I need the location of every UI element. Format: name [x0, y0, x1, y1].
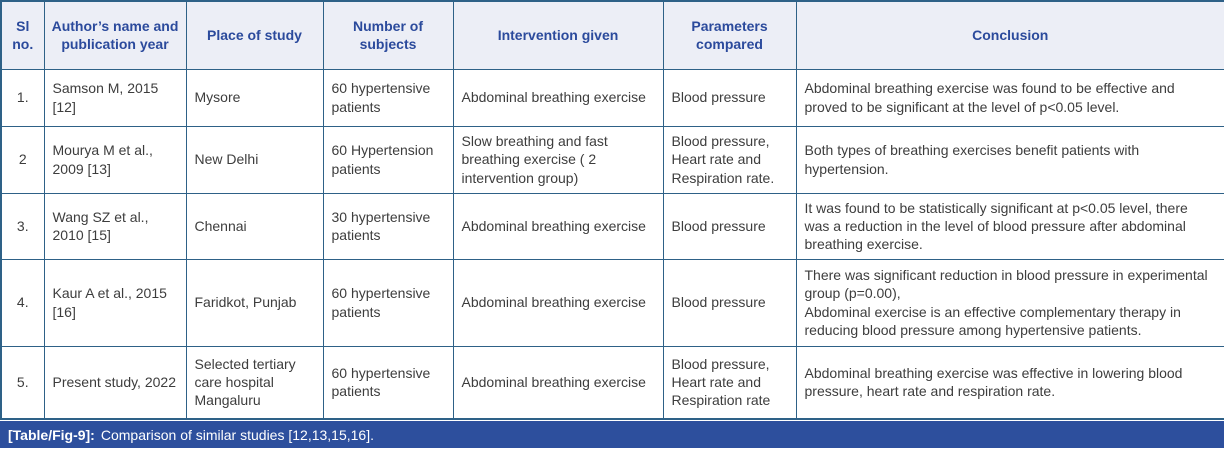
- cell-place: Mysore: [185, 68, 324, 127]
- cell-intervention: Abdominal breathing exercise: [452, 192, 664, 260]
- table-row: 1. Samson M, 2015 [12] Mysore 60 hyperte…: [0, 68, 1224, 127]
- cell-author: Samson M, 2015 [12]: [43, 68, 187, 127]
- cell-conclusion: Both types of breathing exercises benefi…: [795, 125, 1224, 194]
- cell-conclusion: Abdominal breathing exercise was found t…: [795, 68, 1224, 127]
- cell-place: Selected tertiary care hospital Mangalur…: [185, 345, 324, 420]
- cell-parameters: Blood pressure, Heart rate and Respirati…: [662, 125, 797, 194]
- table-caption-label: [Table/Fig-9]:: [8, 426, 95, 443]
- cell-conclusion: There was significant reduction in blood…: [795, 258, 1224, 347]
- cell-sl-no: 2: [0, 125, 45, 194]
- cell-intervention: Slow breathing and fast breathing exerci…: [452, 125, 664, 194]
- cell-place: Faridkot, Punjab: [185, 258, 324, 347]
- cell-subjects: 60 hypertensive patients: [322, 68, 454, 127]
- cell-parameters: Blood pressure: [662, 258, 797, 347]
- cell-place: Chennai: [185, 192, 324, 260]
- cell-parameters: Blood pressure: [662, 192, 797, 260]
- cell-author: Kaur A et al., 2015 [16]: [43, 258, 187, 347]
- cell-sl-no: 3.: [0, 192, 45, 260]
- table-row: 3. Wang SZ et al., 2010 [15] Chennai 30 …: [0, 192, 1224, 260]
- cell-conclusion: Abdominal breathing exercise was effecti…: [795, 345, 1224, 420]
- table-row: 5. Present study, 2022 Selected tertiary…: [0, 345, 1224, 420]
- table-row: 4. Kaur A et al., 2015 [16] Faridkot, Pu…: [0, 258, 1224, 347]
- cell-conclusion: It was found to be statistically signifi…: [795, 192, 1224, 260]
- table-header-row: Sl no. Author’s name and publication yea…: [0, 0, 1224, 70]
- cell-subjects: 60 hypertensive patients: [322, 258, 454, 347]
- comparison-table: Sl no. Author’s name and publication yea…: [0, 0, 1224, 420]
- cell-intervention: Abdominal breathing exercise: [452, 68, 664, 127]
- table-caption-bar: [Table/Fig-9]: Comparison of similar stu…: [0, 421, 1224, 448]
- cell-author: Wang SZ et al., 2010 [15]: [43, 192, 187, 260]
- cell-sl-no: 1.: [0, 68, 45, 127]
- table-row: 2 Mourya M et al., 2009 [13] New Delhi 6…: [0, 125, 1224, 194]
- cell-subjects: 60 Hypertension patients: [322, 125, 454, 194]
- cell-intervention: Abdominal breathing exercise: [452, 258, 664, 347]
- cell-parameters: Blood pressure, Heart rate and Respirati…: [662, 345, 797, 420]
- cell-subjects: 30 hypertensive patients: [322, 192, 454, 260]
- cell-place: New Delhi: [185, 125, 324, 194]
- cell-sl-no: 5.: [0, 345, 45, 420]
- column-header-intervention: Intervention given: [452, 0, 664, 70]
- cell-sl-no: 4.: [0, 258, 45, 347]
- table-caption-text: Comparison of similar studies [12,13,15,…: [100, 426, 374, 443]
- cell-author: Present study, 2022: [43, 345, 187, 420]
- cell-author: Mourya M et al., 2009 [13]: [43, 125, 187, 194]
- column-header-author: Author’s name and publication year: [43, 0, 187, 70]
- column-header-parameters: Parameters compared: [662, 0, 797, 70]
- column-header-sl-no: Sl no.: [0, 0, 45, 70]
- column-header-place: Place of study: [185, 0, 324, 70]
- cell-parameters: Blood pressure: [662, 68, 797, 127]
- cell-subjects: 60 hypertensive patients: [322, 345, 454, 420]
- cell-intervention: Abdominal breathing exercise: [452, 345, 664, 420]
- column-header-subjects: Number of subjects: [322, 0, 454, 70]
- column-header-conclusion: Conclusion: [795, 0, 1224, 70]
